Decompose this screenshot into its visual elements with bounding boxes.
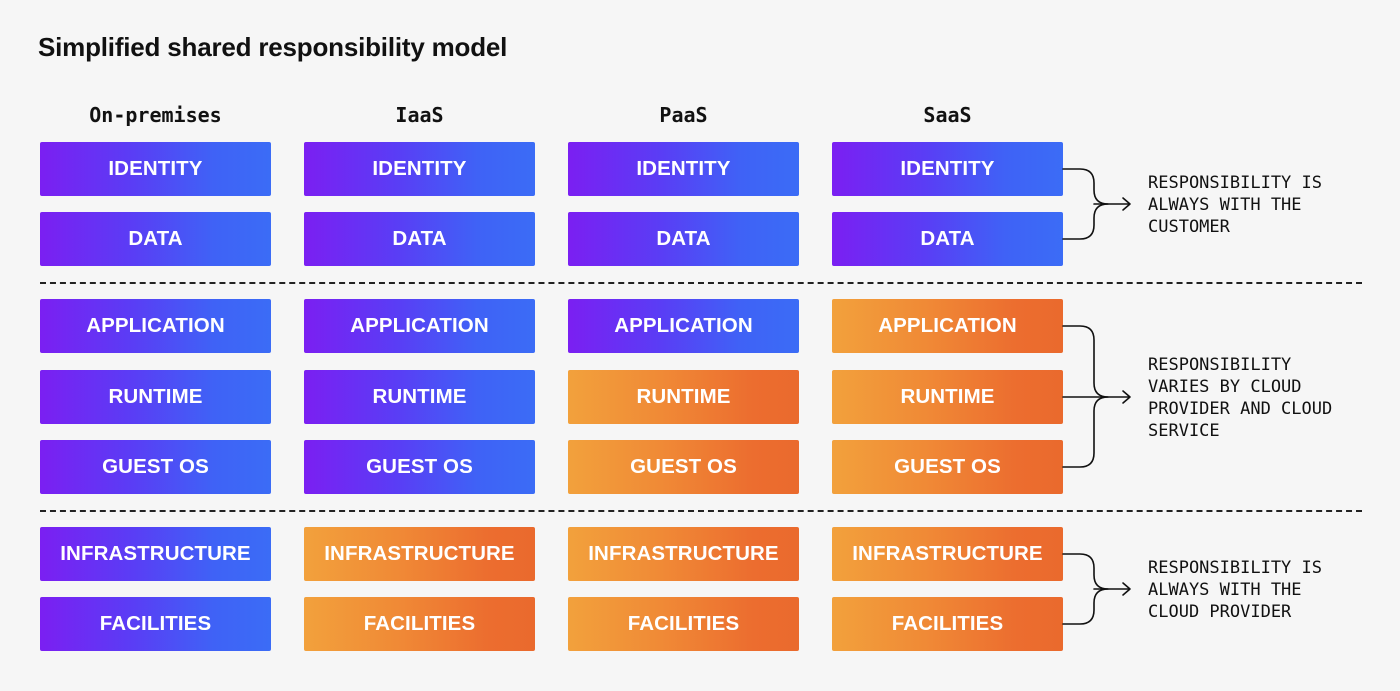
tile-on-premises-data: DATA (40, 212, 271, 266)
tile-paas-data: DATA (568, 212, 799, 266)
note-provider: RESPONSIBILITY IS ALWAYS WITH THE CLOUD … (1148, 558, 1322, 622)
divider-customer-varies (40, 282, 1362, 284)
tile-saas-facilities: FACILITIES (832, 597, 1063, 651)
tile-paas-identity: IDENTITY (568, 142, 799, 196)
tile-iaas-guest-os: GUEST OS (304, 440, 535, 494)
tile-saas-application: APPLICATION (832, 299, 1063, 353)
tile-saas-infrastructure: INFRASTRUCTURE (832, 527, 1063, 581)
tile-on-premises-facilities: FACILITIES (40, 597, 271, 651)
tile-saas-identity: IDENTITY (832, 142, 1063, 196)
tile-iaas-identity: IDENTITY (304, 142, 535, 196)
tile-on-premises-runtime: RUNTIME (40, 370, 271, 424)
arrow-provider (1093, 582, 1131, 596)
page-title: Simplified shared responsibility model (38, 32, 508, 62)
tile-paas-facilities: FACILITIES (568, 597, 799, 651)
tile-paas-application: APPLICATION (568, 299, 799, 353)
tile-on-premises-guest-os: GUEST OS (40, 440, 271, 494)
tile-iaas-runtime: RUNTIME (304, 370, 535, 424)
divider-varies-provider (40, 510, 1362, 512)
tile-saas-guest-os: GUEST OS (832, 440, 1063, 494)
column-header-paas: PaaS (659, 103, 708, 127)
column-header-saas: SaaS (923, 103, 972, 127)
column-header-iaas: IaaS (395, 103, 444, 127)
note-varies: RESPONSIBILITY VARIES BY CLOUD PROVIDER … (1148, 355, 1333, 441)
tile-paas-guest-os: GUEST OS (568, 440, 799, 494)
tile-iaas-infrastructure: INFRASTRUCTURE (304, 527, 535, 581)
note-customer: RESPONSIBILITY IS ALWAYS WITH THE CUSTOM… (1148, 173, 1322, 237)
column-header-on-premises: On-premises (89, 103, 222, 127)
arrow-customer (1093, 197, 1131, 211)
tile-saas-data: DATA (832, 212, 1063, 266)
tile-iaas-data: DATA (304, 212, 535, 266)
tile-iaas-facilities: FACILITIES (304, 597, 535, 651)
tile-paas-runtime: RUNTIME (568, 370, 799, 424)
tile-iaas-application: APPLICATION (304, 299, 535, 353)
tile-paas-infrastructure: INFRASTRUCTURE (568, 527, 799, 581)
arrow-varies-mid (1062, 390, 1131, 404)
tile-saas-runtime: RUNTIME (832, 370, 1063, 424)
tile-on-premises-identity: IDENTITY (40, 142, 271, 196)
tile-on-premises-application: APPLICATION (40, 299, 271, 353)
tile-on-premises-infrastructure: INFRASTRUCTURE (40, 527, 271, 581)
